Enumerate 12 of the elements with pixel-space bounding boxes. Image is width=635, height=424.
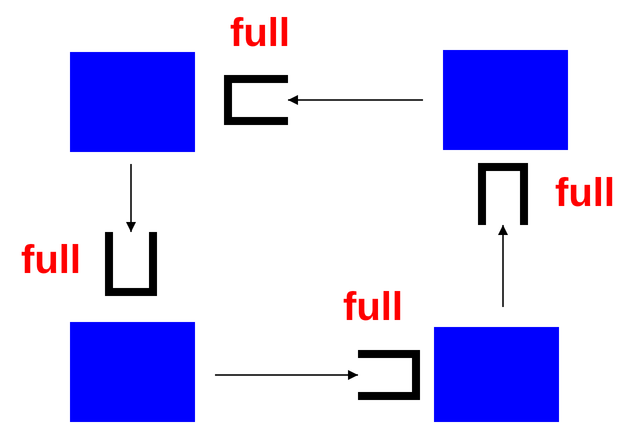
process-box [434,327,559,422]
buffer-label: full [21,240,81,280]
buffer-label: full [555,173,615,213]
arrow [288,95,423,105]
buffer-label: full [230,13,290,53]
process-box [443,50,568,150]
buffer-label: full [343,287,403,327]
process-box [70,52,195,152]
arrow [126,164,136,232]
arrow [215,370,358,380]
arrow [498,225,508,307]
process-box [70,322,195,422]
